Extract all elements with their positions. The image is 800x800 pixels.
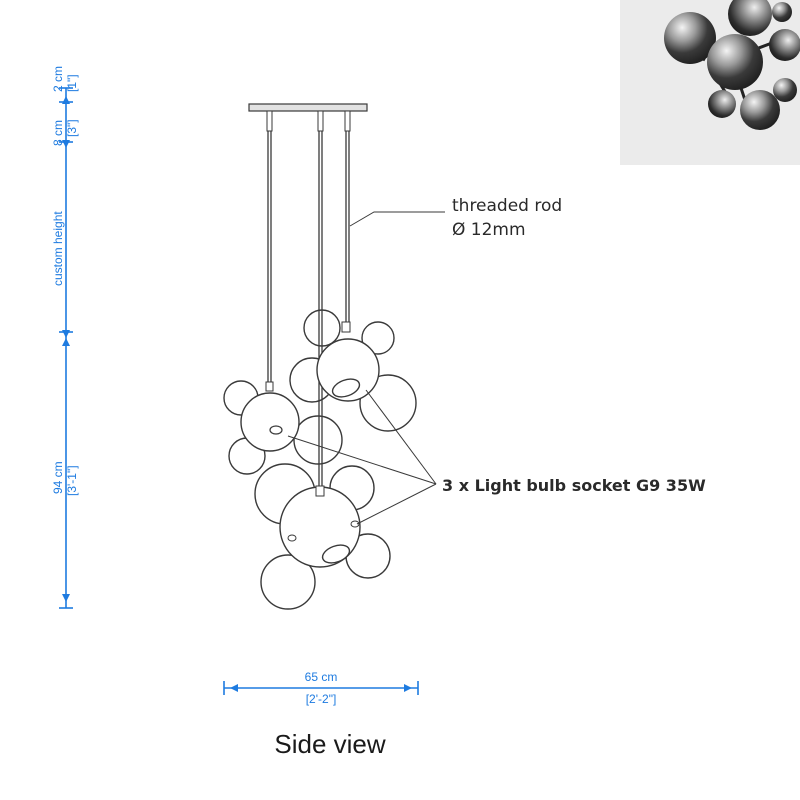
globe-with-socket: [240, 392, 300, 452]
globe: [260, 554, 316, 610]
view-caption: Side view: [274, 729, 385, 759]
socket-leader-line: [356, 483, 437, 525]
socket-leader-line: [287, 435, 437, 485]
ceiling-canopy: [248, 103, 368, 112]
rod-callout: threaded rod Ø 12mm: [349, 196, 562, 240]
dim-width-imperial: [2'-2"]: [306, 692, 337, 706]
rod-label: threaded rod: [452, 196, 562, 216]
rod-leader-line: [349, 211, 445, 227]
dim-canopy-imperial: [3"]: [65, 119, 79, 137]
globe: [303, 309, 341, 347]
dim-top-metric: 2 cm: [51, 66, 65, 92]
globe: [361, 321, 395, 355]
socket-label: 3 x Light bulb socket G9 35W: [442, 476, 706, 495]
socket-callout: 3 x Light bulb socket G9 35W: [287, 389, 706, 525]
globe-with-socket: [316, 338, 380, 402]
product-photo: [620, 0, 800, 165]
width-dimension: 65 cm [2'-2"]: [223, 670, 419, 706]
dim-custom-height: custom height: [51, 211, 65, 286]
vertical-dimensions: 2 cm [1"] 8 cm [3"] custom height 94 cm …: [51, 66, 79, 609]
socket-leader-line: [365, 389, 437, 485]
dim-canopy-metric: 8 cm: [51, 120, 65, 146]
globe-cluster: [223, 309, 417, 610]
dim-top-imperial: [1"]: [65, 74, 79, 92]
dim-height-metric: 94 cm: [51, 461, 65, 494]
rod-diameter-label: Ø 12mm: [452, 220, 526, 240]
dim-height-imperial: [3'-1"]: [65, 465, 79, 496]
chrome-bubble-cluster-photo: [664, 0, 800, 130]
globe: [293, 415, 343, 465]
dim-width-metric: 65 cm: [305, 670, 338, 684]
globe: [359, 374, 417, 432]
